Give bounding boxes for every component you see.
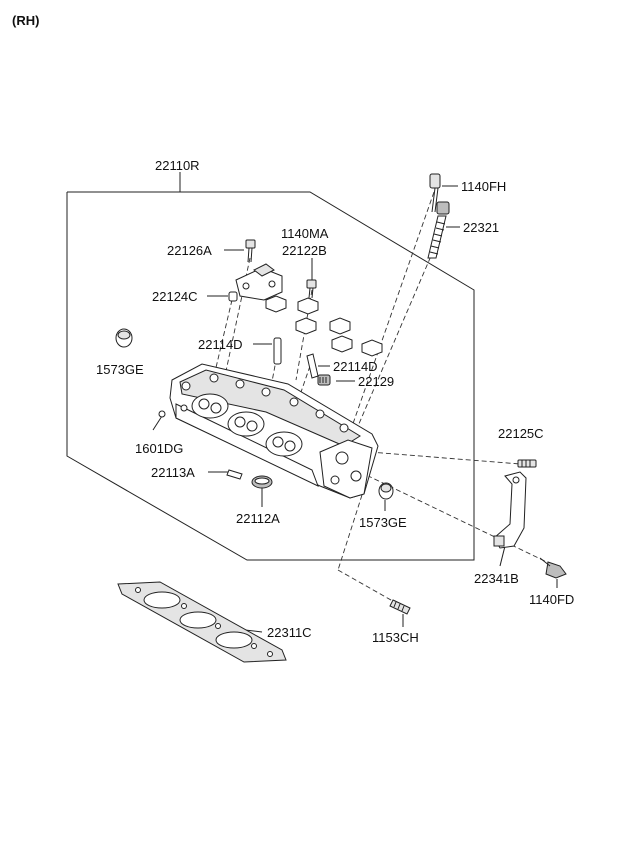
- stud-22125C: [517, 459, 537, 468]
- label-22341B: 22341B: [474, 571, 519, 586]
- label-22113A: 22113A: [151, 465, 195, 480]
- pin-22113A: [226, 469, 243, 480]
- bolt-22126A: [245, 239, 256, 263]
- head-gasket-22311C: [117, 581, 287, 663]
- label-22125C: 22125C: [498, 426, 544, 441]
- dowel-22124C: [228, 291, 238, 302]
- label-1140FD: 1140FD: [529, 592, 574, 607]
- head-bolt-22321: [427, 201, 450, 259]
- label-22114D-b: 22114D: [333, 359, 378, 374]
- valve-guide-22114D-b: [306, 353, 319, 379]
- assembly-frame: [66, 191, 475, 561]
- leader-lines: [152, 172, 558, 633]
- valve-guide-22114D-a: [273, 337, 282, 365]
- cylinder-head: [169, 363, 379, 499]
- part-labels: 22110R 1140FH 22321 1140MA 22122B 22126A…: [96, 158, 574, 645]
- label-22129: 22129: [358, 374, 394, 389]
- seal-22129: [317, 374, 331, 386]
- side-indicator: (RH): [12, 13, 39, 28]
- label-22114D-a: 22114D: [198, 337, 243, 352]
- label-22110R: 22110R: [155, 158, 200, 173]
- plug-1573GE-left: [115, 328, 133, 348]
- label-1601DG: 1601DG: [135, 441, 183, 456]
- seal-22112A: [251, 475, 273, 489]
- lifter-blocks: [265, 295, 383, 357]
- label-1573GE-left: 1573GE: [96, 362, 144, 377]
- stud-1153CH: [389, 599, 411, 615]
- label-22112A: 22112A: [236, 511, 280, 526]
- cam-bracket: [235, 263, 283, 301]
- label-22311C: 22311C: [267, 625, 312, 640]
- bracket-22341B: [493, 471, 527, 549]
- label-22126A: 22126A: [167, 243, 212, 258]
- bolt-22122B: [306, 279, 317, 299]
- bolt-1140FD: [539, 557, 567, 579]
- plug-1573GE-right: [378, 482, 394, 500]
- label-22124C: 22124C: [152, 289, 198, 304]
- label-22321: 22321: [463, 220, 499, 235]
- label-1153CH: 1153CH: [372, 630, 419, 645]
- label-1573GE-right: 1573GE: [359, 515, 407, 530]
- head-bolt-1140FH: [429, 173, 441, 213]
- dowel-1601DG: [158, 410, 166, 418]
- label-1140MA: 1140MA: [281, 226, 329, 241]
- label-22122B: 22122B: [282, 243, 327, 258]
- label-1140FH: 1140FH: [461, 179, 506, 194]
